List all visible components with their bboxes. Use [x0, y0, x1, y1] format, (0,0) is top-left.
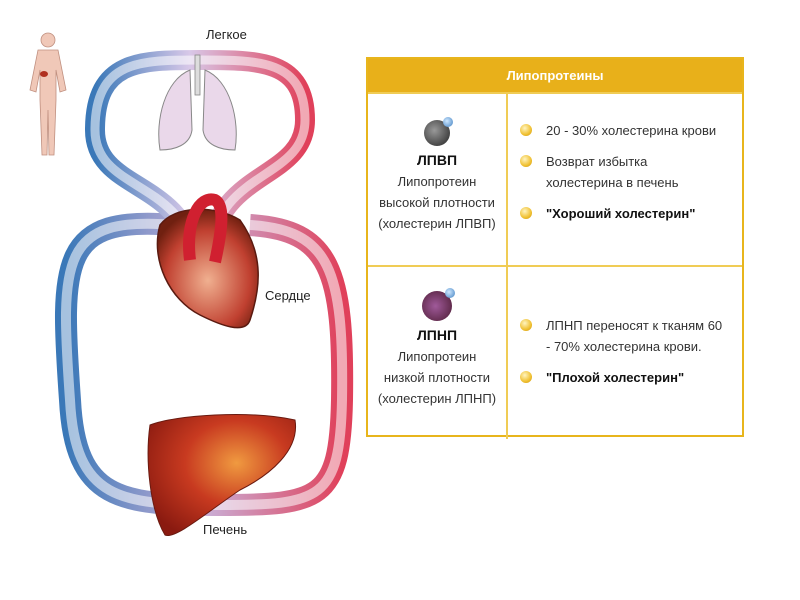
item-text: "Хороший холестерин"	[546, 206, 696, 221]
hdl-facts: 20 - 30% холестерина крови Возврат избыт…	[508, 94, 742, 265]
lipoprotein-table: Липопротеины ЛПВП Липопротеин высокой пл…	[366, 57, 744, 439]
list-item: "Плохой холестерин"	[520, 367, 742, 388]
heart-label: Сердце	[265, 288, 311, 303]
lungs-icon	[158, 54, 237, 151]
bullet-icon	[520, 155, 532, 167]
liver-icon	[147, 414, 297, 536]
hdl-desc-line: Липопротеин	[397, 174, 477, 189]
hdl-desc-line: (холестерин ЛПВП)	[378, 216, 496, 231]
ldl-particle-icon	[422, 288, 455, 321]
bullet-icon	[520, 319, 532, 331]
hdl-desc-line: высокой плотности	[379, 195, 495, 210]
ldl-desc-line: низкой плотности	[383, 370, 491, 385]
table-title: Липопротеины	[368, 59, 742, 92]
hdl-abbr: ЛПВП	[416, 152, 458, 168]
heart-icon	[156, 193, 259, 329]
bullet-icon	[520, 124, 532, 136]
human-figure-icon	[29, 32, 67, 156]
ldl-desc-line: (холестерин ЛПНП)	[377, 391, 497, 406]
hdl-particle-icon	[424, 117, 453, 146]
liver-label: Печень	[203, 522, 248, 537]
bullet-icon	[520, 371, 532, 383]
ldl-abbr: ЛПНП	[416, 327, 458, 343]
hdl-description: ЛПВП Липопротеин высокой плотности (холе…	[368, 94, 508, 265]
item-text: ЛПНП переносят к тканям 60 - 70% холесте…	[546, 318, 723, 354]
list-item: Возврат избытка холестерина в печень	[520, 151, 700, 193]
ldl-facts: ЛПНП переносят к тканям 60 - 70% холесте…	[508, 267, 742, 439]
item-text: Возврат избытка холестерина в печень	[546, 154, 679, 190]
list-item: ЛПНП переносят к тканям 60 - 70% холесте…	[520, 315, 730, 357]
ldl-desc-line: Липопротеин	[397, 349, 477, 364]
list-item: 20 - 30% холестерина крови	[520, 120, 742, 141]
bullet-icon	[520, 207, 532, 219]
table-row-hdl: ЛПВП Липопротеин высокой плотности (холе…	[368, 92, 742, 265]
circulation-diagram	[29, 32, 354, 536]
item-text: 20 - 30% холестерина крови	[546, 123, 717, 138]
item-text: "Плохой холестерин"	[546, 370, 685, 385]
table-row-ldl: ЛПНП Липопротеин низкой плотности (холес…	[368, 265, 742, 439]
ldl-description: ЛПНП Липопротеин низкой плотности (холес…	[368, 267, 508, 439]
list-item: "Хороший холестерин"	[520, 203, 742, 224]
lung-label: Легкое	[206, 27, 247, 42]
